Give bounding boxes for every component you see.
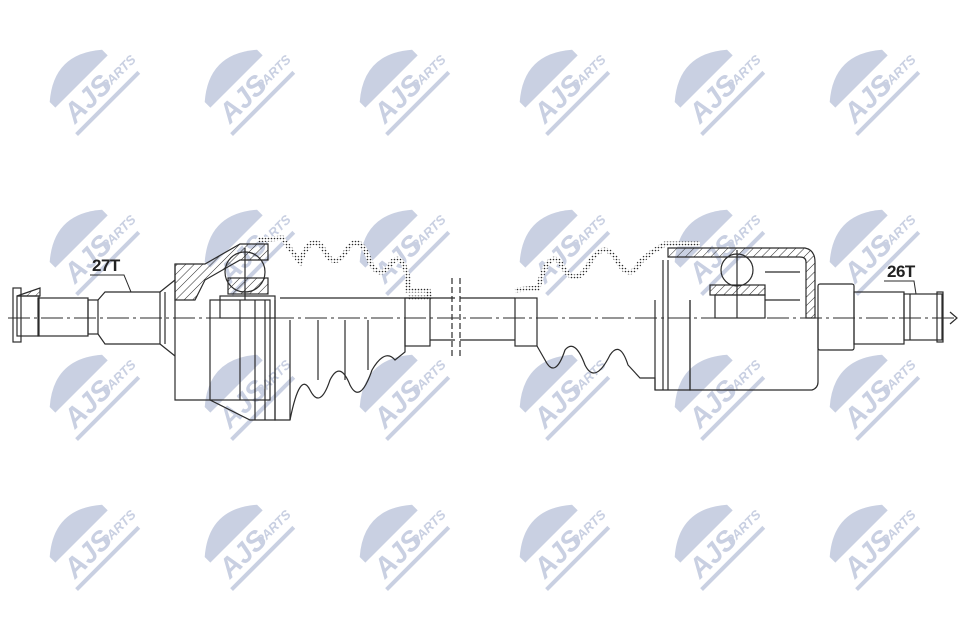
right-spline-label: 26T bbox=[887, 262, 915, 281]
right-stub bbox=[817, 283, 958, 351]
left-cv-joint bbox=[174, 243, 276, 421]
left-spline-label: 27T bbox=[92, 256, 120, 275]
left-boot bbox=[257, 235, 434, 421]
left-stub bbox=[12, 279, 176, 357]
right-boot bbox=[514, 241, 700, 391]
right-cv-joint bbox=[667, 247, 819, 391]
shaft bbox=[280, 278, 515, 356]
